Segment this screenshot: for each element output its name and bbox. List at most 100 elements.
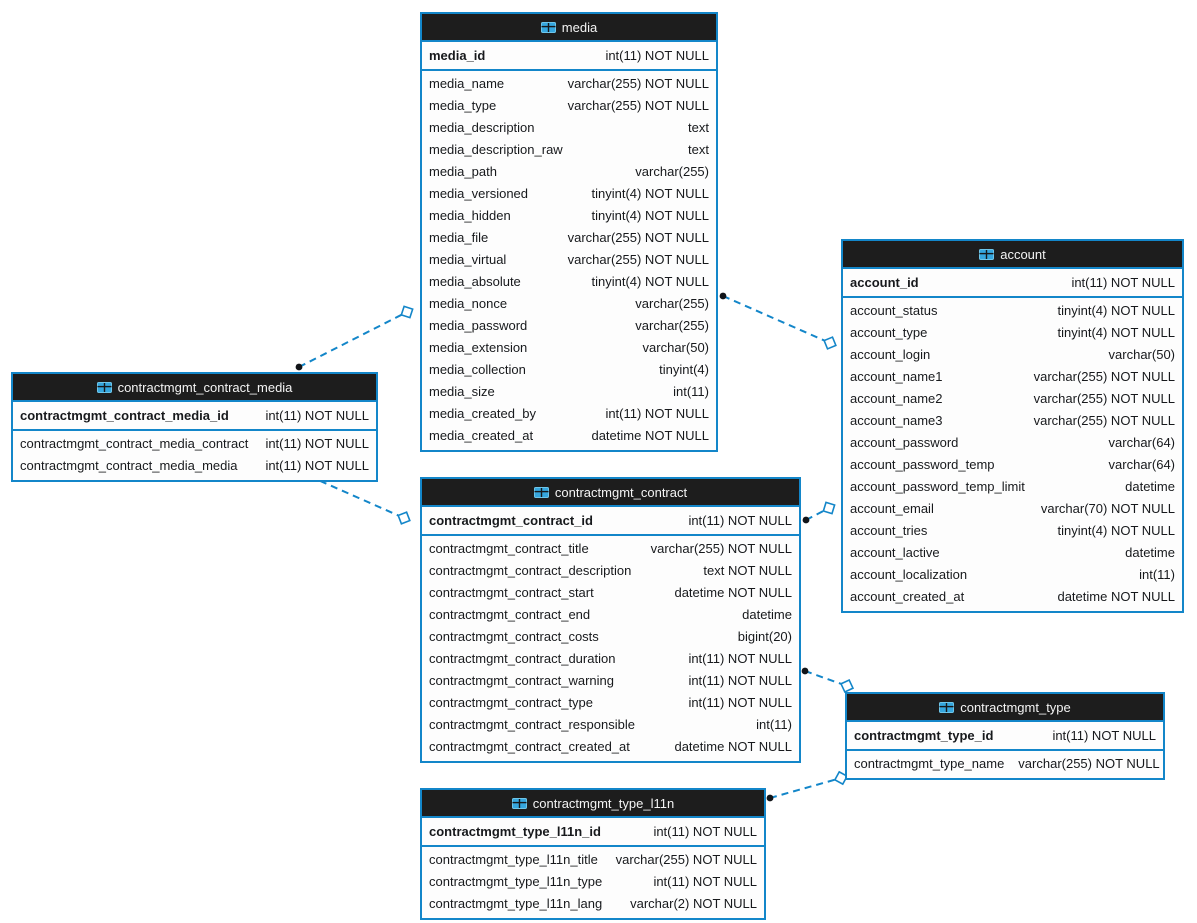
table-contractmgmt-type-l11n[interactable]: contractmgmt_type_l11n contractmgmt_type… xyxy=(420,788,766,920)
column-row[interactable]: account_password_temp varchar(64) xyxy=(843,454,1182,476)
column-name: media_nonce xyxy=(429,296,508,311)
column-type: int(11) NOT NULL xyxy=(688,673,792,688)
column-name: media_file xyxy=(429,230,489,245)
relation-media-account[interactable] xyxy=(719,292,837,350)
relation-dot-endpoint xyxy=(719,292,727,300)
relation-diamond-endpoint xyxy=(839,678,855,694)
relation-diamond-endpoint xyxy=(397,511,411,525)
table-title: contractmgmt_type_l11n xyxy=(532,795,675,811)
table-contractmgmt-contract-media-header[interactable]: contractmgmt_contract_media xyxy=(13,374,376,402)
table-contractmgmt-type-l11n-header[interactable]: contractmgmt_type_l11n xyxy=(422,790,764,818)
column-type: varchar(50) xyxy=(1108,347,1175,362)
column-type: tinyint(4) xyxy=(659,362,709,377)
relation-l11n-type[interactable] xyxy=(766,770,849,802)
relation-ccm-media[interactable] xyxy=(295,305,414,371)
column-type: tinyint(4) NOT NULL xyxy=(591,274,709,289)
column-row[interactable]: media_type varchar(255) NOT NULL xyxy=(422,95,716,117)
column-name: account_password_temp xyxy=(850,457,995,472)
column-row[interactable]: media_file varchar(255) NOT NULL xyxy=(422,227,716,249)
column-name: media_type xyxy=(429,98,497,113)
column-name: contractmgmt_contract_type xyxy=(429,695,594,710)
column-type: varchar(255) NOT NULL xyxy=(567,98,709,113)
column-type: datetime NOT NULL xyxy=(674,585,792,600)
table-contractmgmt-contract-header[interactable]: contractmgmt_contract xyxy=(422,479,799,507)
column-type: int(11) NOT NULL xyxy=(1052,728,1156,743)
column-type: varchar(255) NOT NULL xyxy=(1018,756,1160,771)
table-contractmgmt-contract-media[interactable]: contractmgmt_contract_media contractmgmt… xyxy=(11,372,378,482)
table-icon xyxy=(511,797,527,809)
table-title: media xyxy=(561,19,598,35)
relation-contract-type[interactable] xyxy=(801,667,855,694)
column-type: int(11) NOT NULL xyxy=(605,48,709,63)
column-name: contractmgmt_type_l11n_title xyxy=(429,852,598,867)
table-account-header[interactable]: account xyxy=(843,241,1182,269)
table-contractmgmt-contract[interactable]: contractmgmt_contract contractmgmt_contr… xyxy=(420,477,801,763)
table-media-header[interactable]: media xyxy=(422,14,716,42)
column-type: text NOT NULL xyxy=(703,563,792,578)
column-type: tinyint(4) NOT NULL xyxy=(591,186,709,201)
column-type: varchar(255) NOT NULL xyxy=(567,230,709,245)
column-name: contractmgmt_contract_costs xyxy=(429,629,599,644)
column-type: varchar(64) xyxy=(1108,457,1175,472)
table-contractmgmt-type-header[interactable]: contractmgmt_type xyxy=(847,694,1163,722)
relation-contract-account[interactable] xyxy=(802,501,836,524)
